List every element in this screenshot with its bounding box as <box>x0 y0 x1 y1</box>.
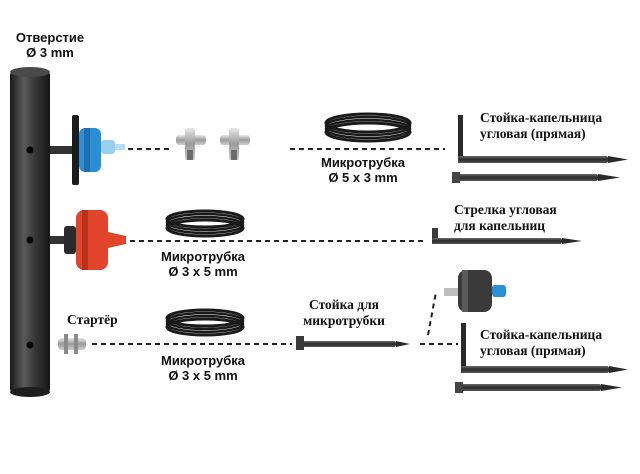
micro-tube-2-size: Ø 3 x 5 mm <box>168 264 238 279</box>
micro-tube-2-name: Микротрубка <box>160 249 246 264</box>
micro-tube-coil-icon <box>165 308 245 337</box>
tee-connector-icon <box>220 128 250 160</box>
micro-tube-coil-icon <box>165 209 245 238</box>
angled-dripper-stake-icon <box>455 323 628 393</box>
micro-tube-stake-icon <box>296 336 410 350</box>
dripper-stake-1-label-line2: угловая (прямая) <box>480 126 586 141</box>
arrow-angle-label-line1: Стрелка угловая <box>454 202 557 217</box>
micro-tube-1-size: Ø 5 x 3 mm <box>328 170 398 185</box>
dripper-stake-2-label-line1: Стойка-капельница <box>480 327 603 342</box>
pipe-diameter-label: Ø 3 mm <box>26 45 74 60</box>
micro-tube-coil-icon <box>324 112 412 143</box>
pipe-hole <box>26 236 34 244</box>
arrow-angle-label-line2: для капельниц <box>454 218 546 233</box>
dripper-stake-2-label-line2: угловая (прямая) <box>480 343 586 358</box>
connector-lines <box>92 148 458 345</box>
stake-micro-label-line1: Стойка для <box>309 297 379 312</box>
pipe-hole <box>26 341 34 349</box>
angled-dripper-stake-icon <box>452 115 628 183</box>
starter-label: Стартёр <box>67 312 118 327</box>
micro-tube-1-name: Микротрубка <box>320 155 406 170</box>
stake-micro-label-line2: микротрубки <box>303 313 385 328</box>
pipe-hole <box>26 146 34 154</box>
tee-connector-icon <box>176 128 206 160</box>
blue-dripper <box>50 115 125 185</box>
angled-arrow-icon <box>432 228 582 244</box>
pipe-title-label: Отверстие <box>15 30 85 45</box>
micro-tube-3-name: Микротрубка <box>160 353 246 368</box>
micro-tube-3-size: Ø 3 x 5 mm <box>168 368 238 383</box>
red-dripper <box>50 210 126 270</box>
dark-dripper-icon <box>444 270 506 312</box>
dripper-stake-1-label-line1: Стойка-капельница <box>480 110 603 125</box>
starter-icon <box>58 334 86 354</box>
main-pipe <box>10 67 50 397</box>
